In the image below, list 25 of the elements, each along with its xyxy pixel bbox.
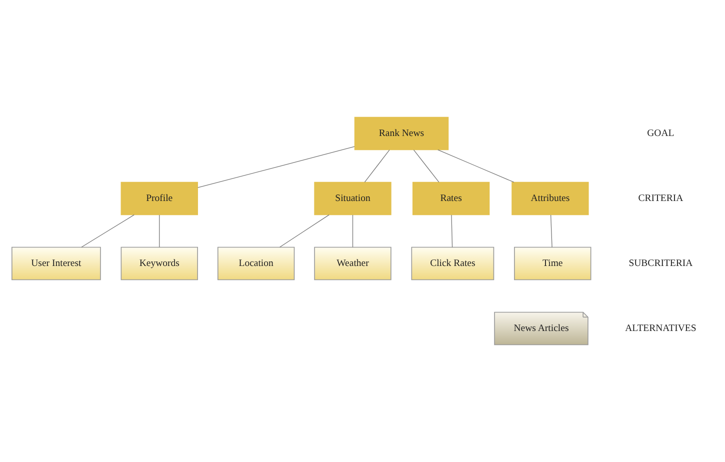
label: CRITERIA [638,193,684,204]
label: GOAL [647,128,674,140]
node-box: Rank News [354,116,449,150]
connector [159,214,160,248]
connector [352,214,354,248]
connector [198,146,355,188]
connector [364,150,390,183]
node-box: User Interest [12,246,101,280]
node-box: Weather [314,246,392,280]
node-box: Situation [314,182,392,216]
node-box: Profile [120,182,198,216]
connector [413,150,440,183]
node-box: Attributes [512,182,589,216]
node-box: Location [217,246,295,280]
connector [451,214,453,248]
node-box: Click Rates [411,246,494,280]
label: SUBCRITERIA [628,258,693,270]
node-box: Keywords [120,246,198,280]
connector [81,214,134,248]
connector [550,214,552,248]
connector [279,214,330,248]
connector [438,150,514,183]
node-box: Time [514,246,592,280]
label: ALTERNATIVES [625,323,696,334]
node-box: Rates [412,182,490,216]
